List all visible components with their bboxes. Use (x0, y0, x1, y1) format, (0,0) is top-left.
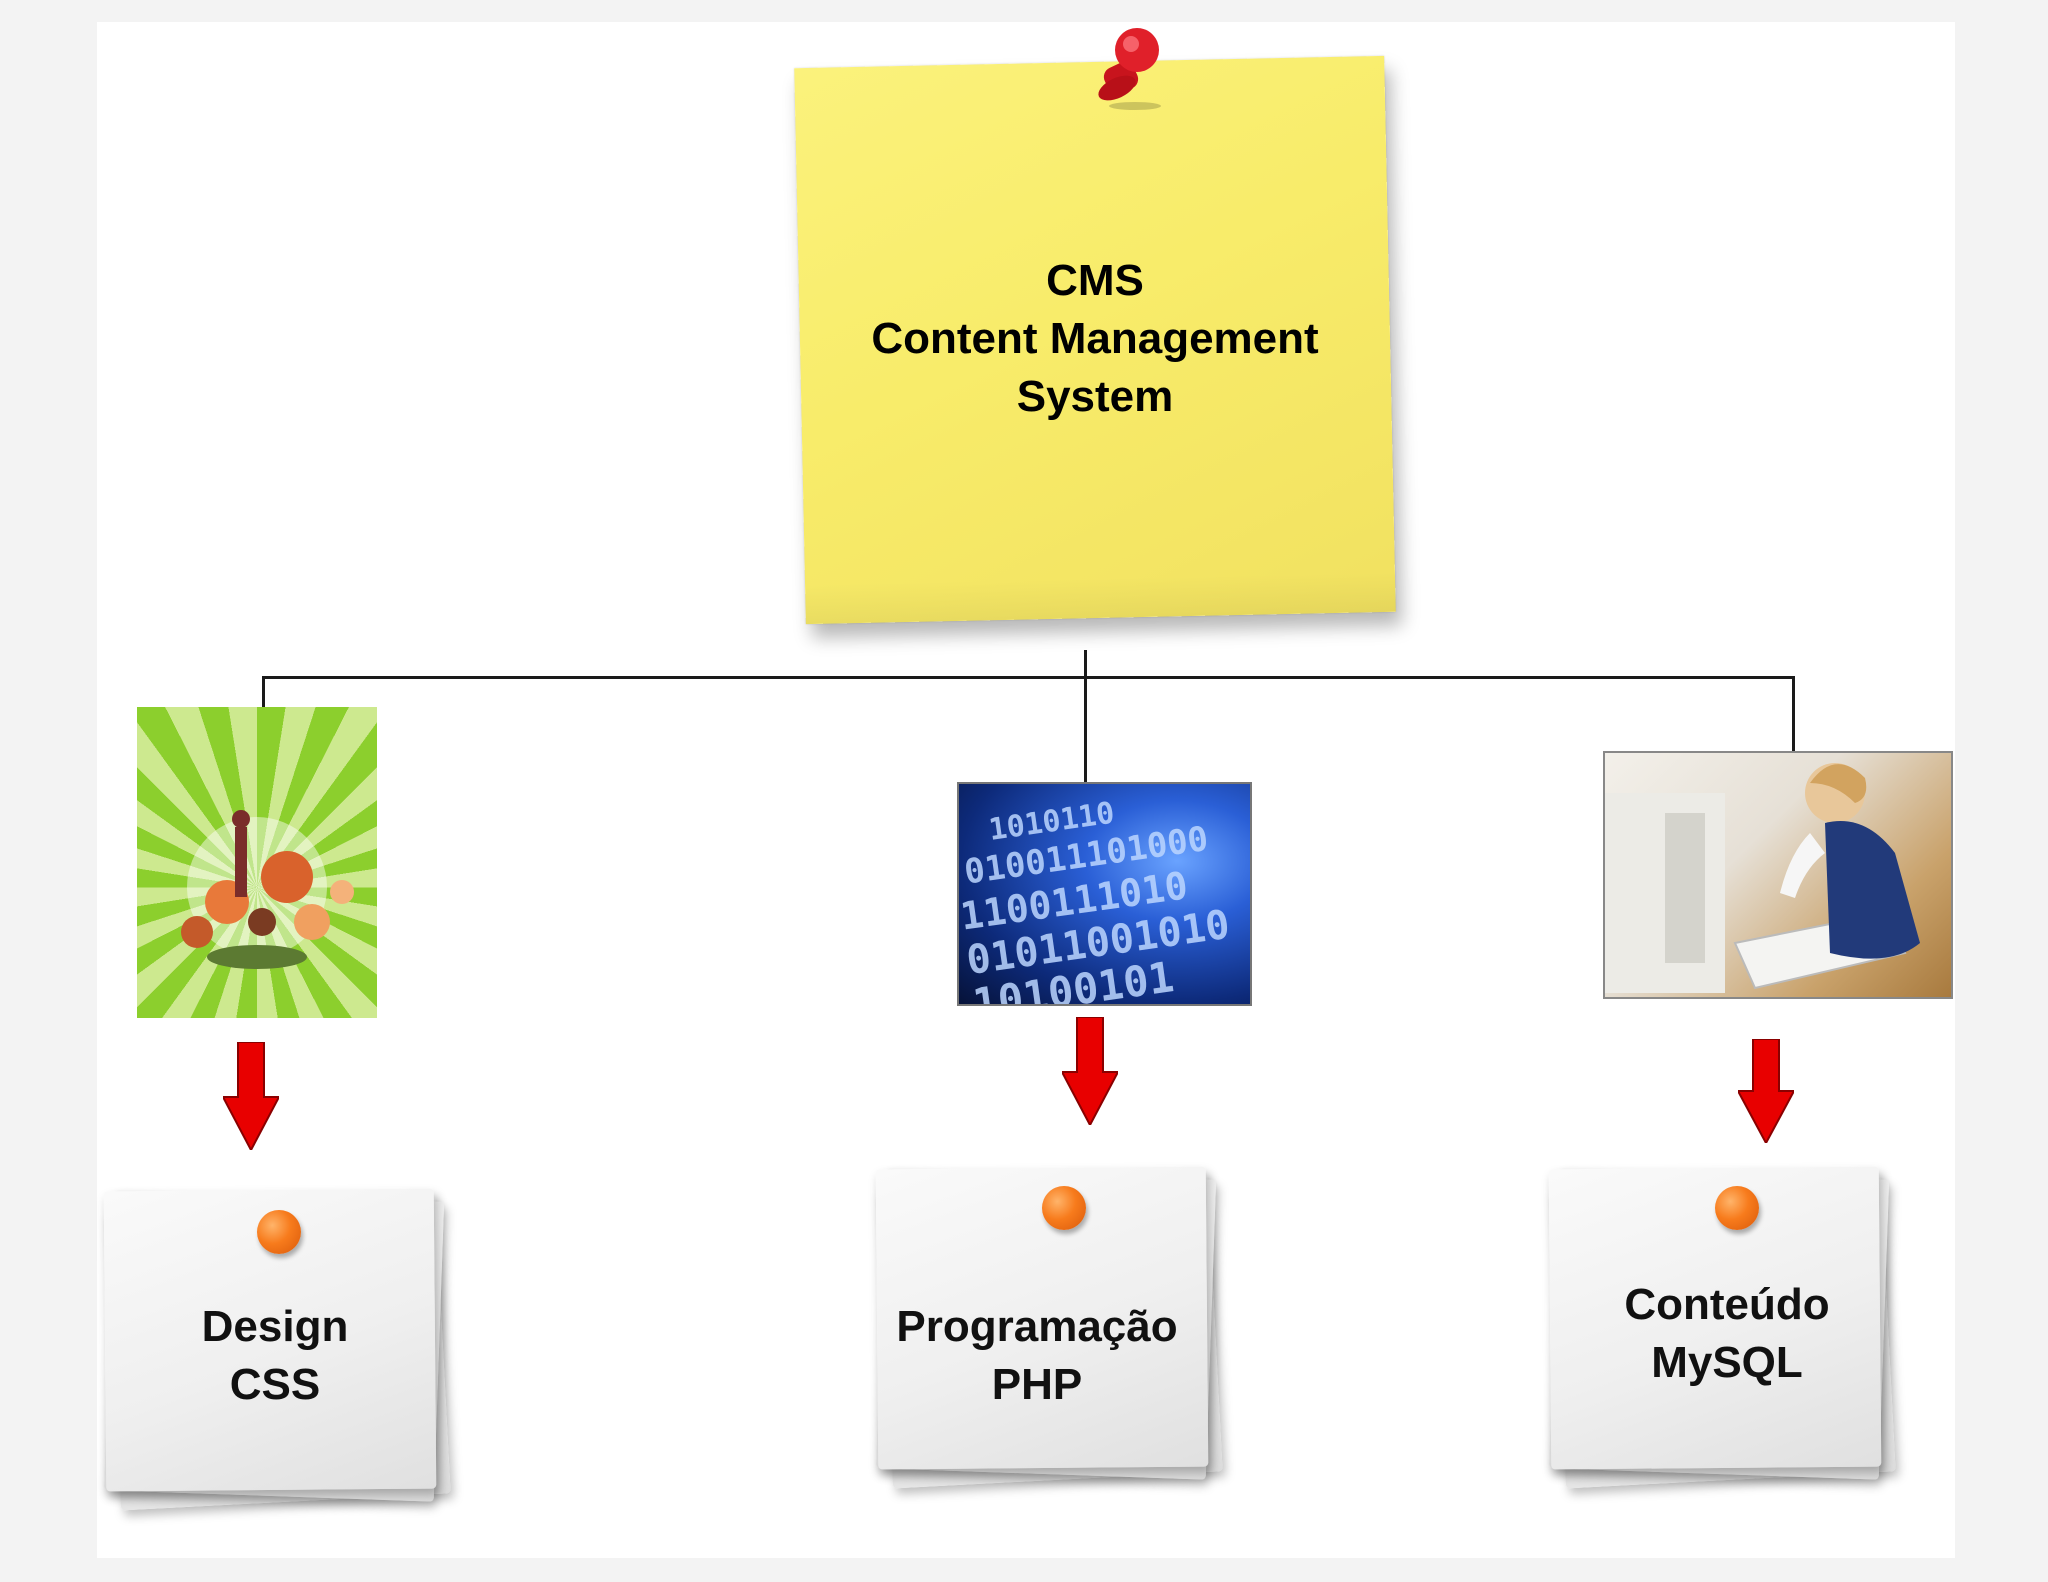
note-mysql-label: Conteúdo MySQL (1557, 1276, 1897, 1392)
arrow-down-icon-php (1062, 1017, 1118, 1125)
red-pushpin-icon (1098, 28, 1161, 110)
main-note-line-3: System (1016, 372, 1174, 421)
connector-vertical-main (1084, 650, 1087, 784)
note-design: Design CSS (103, 1188, 451, 1520)
note-php-line-1: Programação (896, 1302, 1178, 1351)
orange-pin-icon (1715, 1186, 1759, 1230)
design-image (137, 707, 377, 1018)
note-php-label: Programação PHP (867, 1298, 1207, 1414)
note-php: Programação PHP (875, 1166, 1223, 1498)
arrow-down-icon-design (223, 1042, 279, 1150)
note-design-line-2: CSS (229, 1360, 321, 1409)
orange-pin-icon (1042, 1186, 1086, 1230)
connector-right-drop (1792, 676, 1795, 751)
main-note-line-2: Content Management (871, 314, 1319, 363)
note-php-line-2: PHP (991, 1360, 1083, 1409)
note-mysql: Conteúdo MySQL (1548, 1166, 1896, 1498)
main-note-line-1: CMS (1046, 256, 1144, 305)
connector-left-drop (262, 676, 265, 707)
child-computer-image (1603, 751, 1953, 999)
note-design-line-1: Design (201, 1302, 349, 1351)
note-design-label: Design CSS (105, 1298, 445, 1414)
main-note-text: CMS Content Management System (800, 252, 1390, 426)
note-mysql-line-1: Conteúdo (1624, 1280, 1830, 1329)
orange-pin-icon (257, 1210, 301, 1254)
php-binary-image: 1010110 010011101000 1100111010 01011001… (957, 782, 1252, 1006)
arrow-down-icon-mysql (1738, 1039, 1794, 1143)
note-mysql-line-2: MySQL (1651, 1338, 1803, 1387)
connector-horizontal (262, 676, 1795, 679)
